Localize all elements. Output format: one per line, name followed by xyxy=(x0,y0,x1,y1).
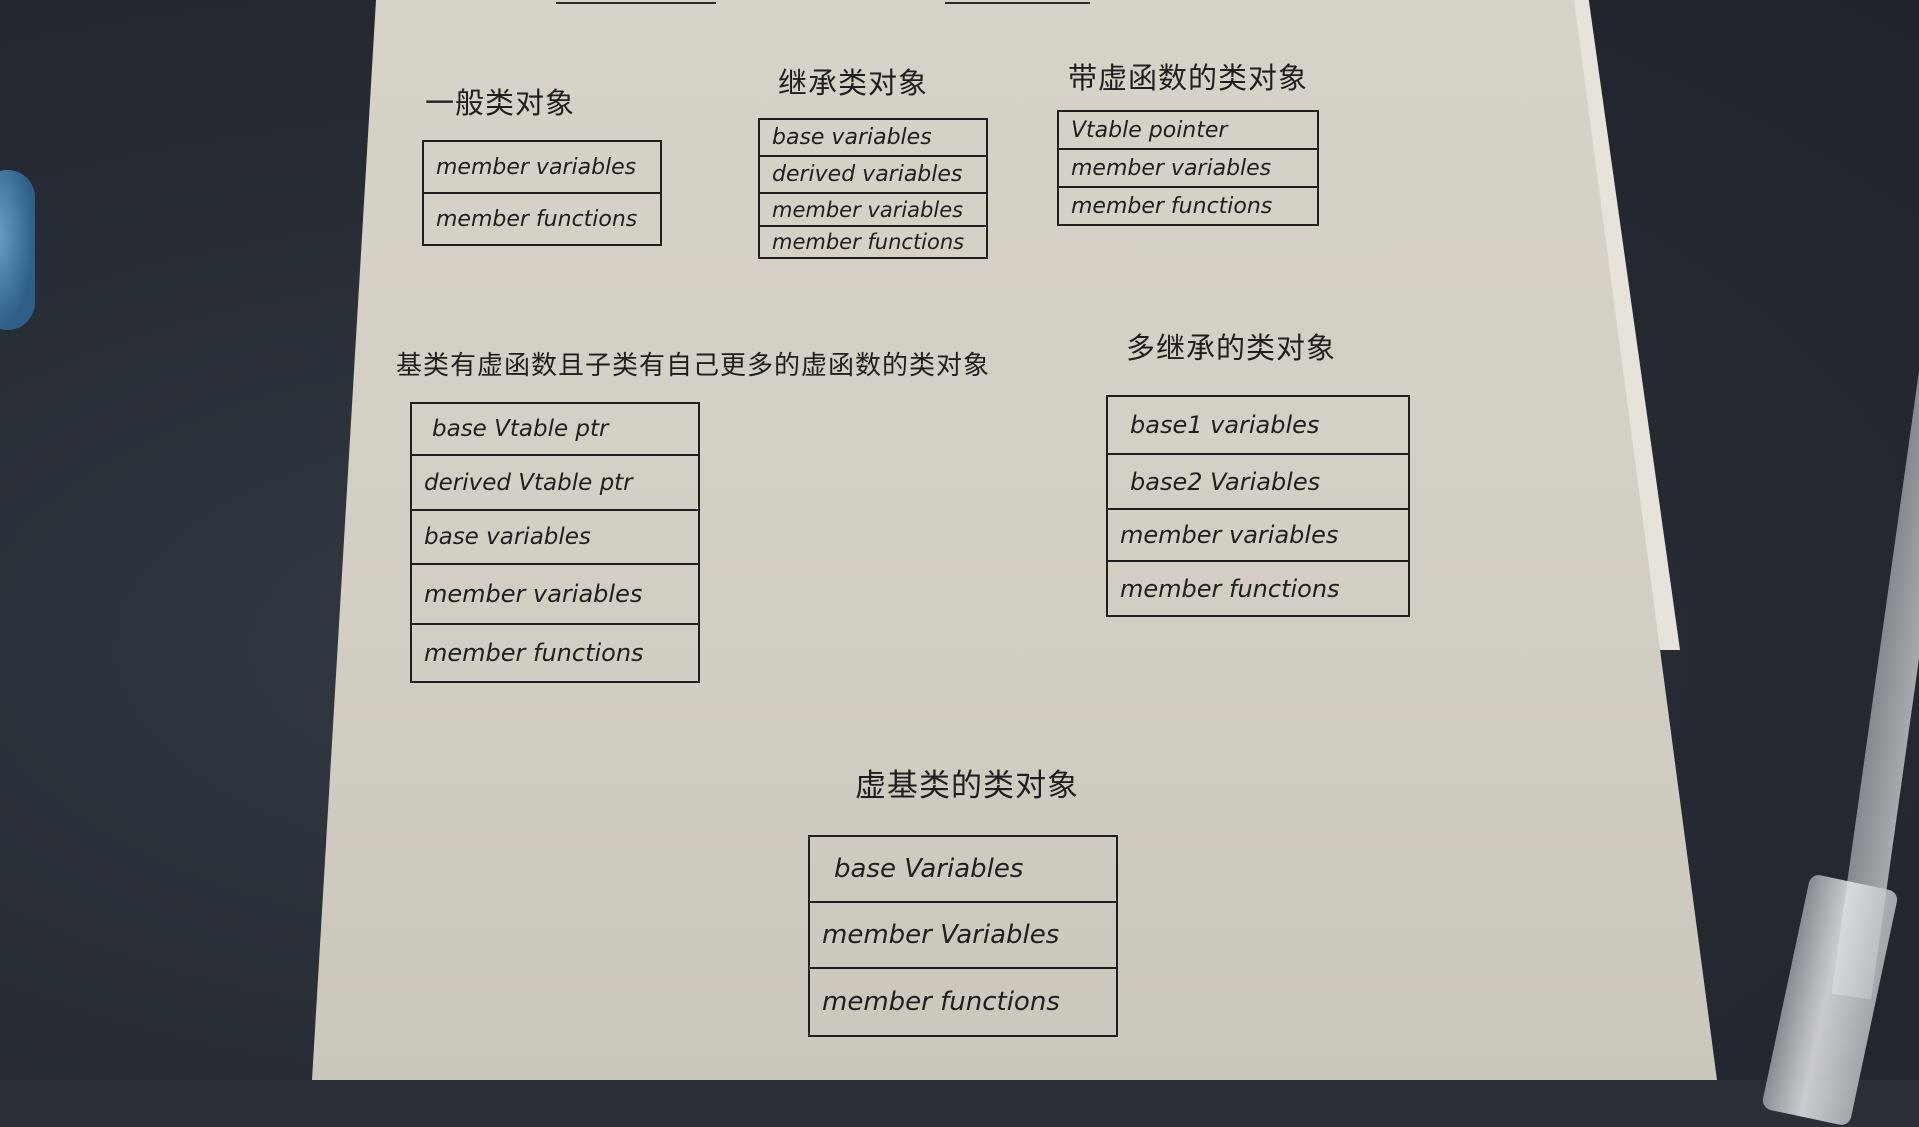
memory-layout-general: member variables member functions xyxy=(422,140,662,246)
diagram-title-multiple-inheritance: 多继承的类对象 xyxy=(1126,331,1337,365)
layout-row: member functions xyxy=(810,969,1116,1037)
memory-layout-virtual-function: Vtable pointer member variables member f… xyxy=(1057,110,1319,226)
layout-row: base variables xyxy=(412,511,698,565)
layout-row: member variables xyxy=(760,194,986,227)
blue-clip xyxy=(0,170,35,330)
layout-row: base2 Variables xyxy=(1108,455,1408,510)
layout-row: member functions xyxy=(412,625,698,683)
diagram-title-virtual-function: 带虚函数的类对象 xyxy=(1068,61,1309,95)
diagram-title-inherited: 继承类对象 xyxy=(778,66,929,100)
paper-sheet xyxy=(312,0,1717,1080)
layout-row: member variables xyxy=(412,565,698,625)
layout-row: member functions xyxy=(1108,562,1408,617)
layout-row: member functions xyxy=(1059,188,1317,226)
layout-row: member variables xyxy=(424,142,660,194)
layout-row: member variables xyxy=(1108,510,1408,562)
layout-row: member functions xyxy=(424,194,660,246)
diagram-title-general: 一般类对象 xyxy=(425,86,576,120)
layout-row: derived Vtable ptr xyxy=(412,456,698,511)
cut-off-line xyxy=(556,2,716,4)
layout-row: Vtable pointer xyxy=(1059,112,1317,150)
layout-row: member functions xyxy=(760,227,986,259)
layout-row: base Vtable ptr xyxy=(412,404,698,456)
memory-layout-virtual-base: base Variables member Variables member f… xyxy=(808,835,1118,1037)
diagram-title-base-and-derived-virtual: 基类有虚函数且子类有自己更多的虚函数的类对象 xyxy=(396,351,991,381)
memory-layout-multiple-inheritance: base1 variables base2 Variables member v… xyxy=(1106,395,1410,617)
layout-row: base Variables xyxy=(810,837,1116,903)
diagram-title-virtual-base: 虚基类的类对象 xyxy=(855,768,1079,804)
layout-row: member Variables xyxy=(810,903,1116,969)
memory-layout-base-and-derived-virtual: base Vtable ptr derived Vtable ptr base … xyxy=(410,402,700,683)
memory-layout-inherited: base variables derived variables member … xyxy=(758,118,988,259)
cut-off-line xyxy=(945,2,1090,4)
layout-row: base variables xyxy=(760,120,986,157)
layout-row: derived variables xyxy=(760,157,986,194)
layout-row: member variables xyxy=(1059,150,1317,188)
layout-row: base1 variables xyxy=(1108,397,1408,455)
